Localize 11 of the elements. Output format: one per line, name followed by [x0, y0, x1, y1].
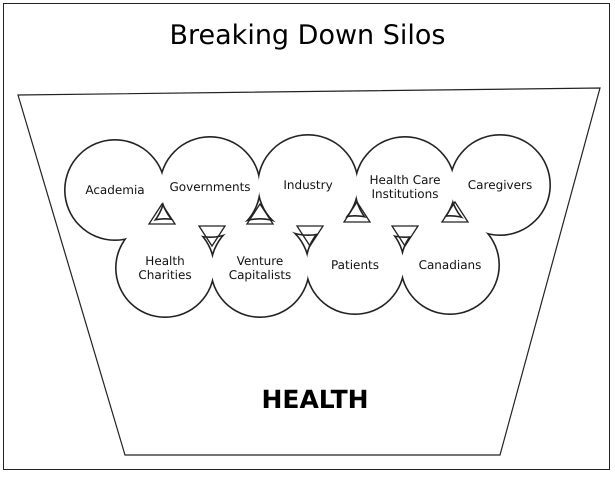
circle-label: Venture Capitalists: [228, 254, 292, 282]
circle-label: Caregivers: [468, 178, 532, 192]
circle-label: Academia: [85, 182, 145, 198]
title: Breaking Down Silos: [168, 20, 446, 51]
circle-label: Health Care Institutions: [368, 172, 442, 202]
circle-label: Canadians: [418, 258, 482, 272]
circle-label: Industry: [283, 178, 333, 192]
circle-label: Health Charities: [137, 254, 193, 282]
circle-label: Patients: [330, 258, 380, 272]
container-label: HEALTH: [260, 385, 370, 414]
circle-label: Governments: [169, 180, 251, 194]
